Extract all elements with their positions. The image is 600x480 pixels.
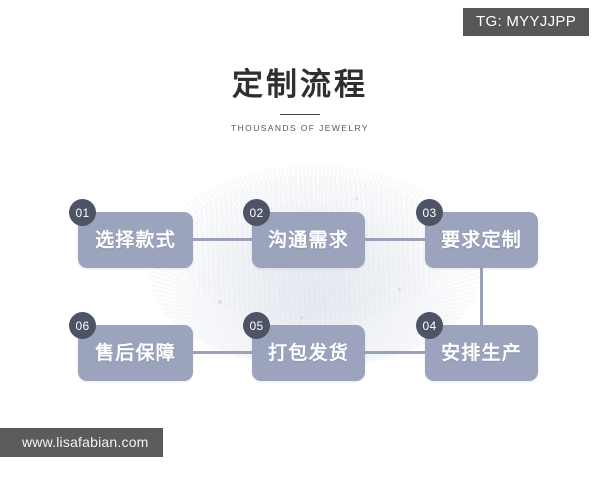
flow-node-04-label: 安排生产	[441, 341, 522, 364]
flow-node-02[interactable]: 02 沟通需求	[243, 199, 365, 268]
title-divider	[280, 114, 320, 116]
site-watermark: www.lisafabian.com	[0, 428, 163, 457]
flow-node-05-badge: 05	[243, 312, 270, 339]
flow-node-02-label: 沟通需求	[268, 228, 349, 251]
page-subtitle: THOUSANDS OF JEWELRY	[231, 123, 369, 134]
connector-03-04	[480, 266, 483, 328]
flow-node-05-label: 打包发货	[268, 341, 349, 364]
flow-node-03-label: 要求定制	[441, 228, 522, 251]
flow-node-01-label: 选择款式	[95, 228, 176, 251]
flow-node-06-badge: 06	[69, 312, 96, 339]
tg-corner-tag: TG: MYYJJPP	[463, 8, 589, 36]
flow-node-01-badge: 01	[69, 199, 96, 226]
flow-node-04-badge: 04	[416, 312, 443, 339]
connector-04-05	[362, 351, 428, 354]
connector-05-06	[190, 351, 255, 354]
flow-node-06[interactable]: 06 售后保障	[69, 312, 193, 381]
header: 定制流程 THOUSANDS OF JEWELRY	[0, 68, 600, 133]
connector-01-02	[190, 238, 255, 241]
flow-node-03[interactable]: 03 要求定制	[416, 199, 538, 268]
connector-02-03	[362, 238, 428, 241]
flow-node-01[interactable]: 01 选择款式	[69, 199, 193, 268]
page-title: 定制流程	[232, 67, 368, 103]
flow-node-05[interactable]: 05 打包发货	[243, 312, 365, 381]
flow-node-04[interactable]: 04 安排生产	[416, 312, 538, 381]
flow-node-02-badge: 02	[243, 199, 270, 226]
flow-node-06-label: 售后保障	[95, 341, 176, 364]
flow-node-03-badge: 03	[416, 199, 443, 226]
